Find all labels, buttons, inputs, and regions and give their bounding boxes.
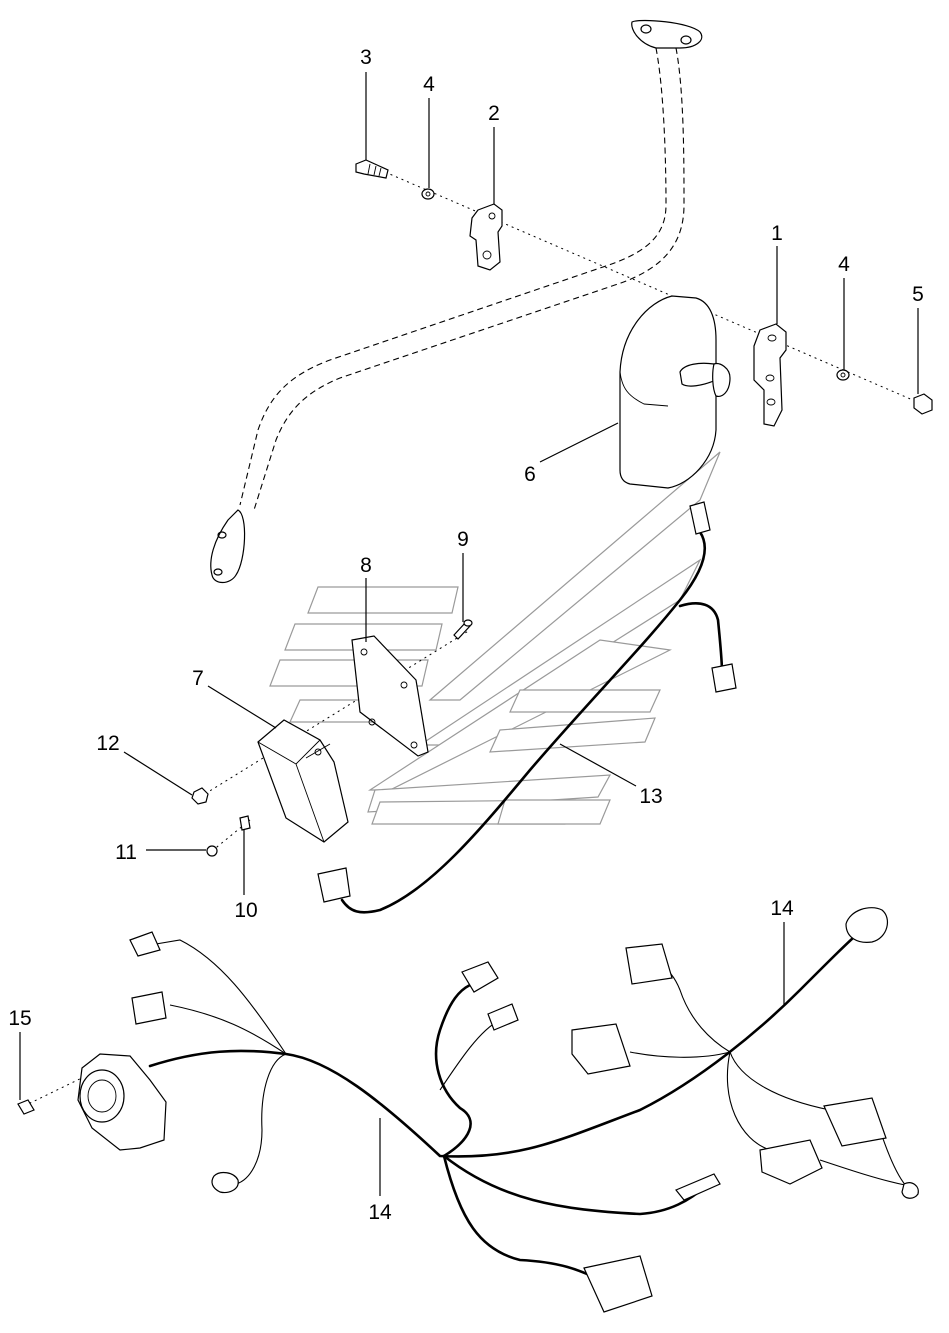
nut — [913, 393, 933, 415]
callout-9: 9 — [457, 528, 469, 551]
callout-5: 5 — [912, 283, 924, 306]
callout-13: 13 — [639, 785, 662, 808]
control-box — [619, 295, 731, 489]
washer — [421, 188, 850, 381]
screw-15 — [17, 1099, 35, 1115]
mounting-bar-phantom — [210, 19, 703, 584]
callout-11: 11 — [115, 841, 137, 864]
callout-2: 2 — [488, 102, 500, 125]
bracket-upper — [469, 203, 503, 271]
bracket-lower — [753, 323, 787, 427]
callout-15: 15 — [8, 1007, 31, 1030]
callout-14-bottom: 14 — [368, 1201, 392, 1224]
callout-4-lower: 4 — [838, 253, 850, 276]
callout-10: 10 — [234, 899, 257, 922]
leader-lines — [19, 72, 919, 1196]
control-module — [257, 719, 349, 843]
lock-washer — [239, 815, 251, 831]
callout-6: 6 — [524, 463, 536, 486]
assembly-lines — [23, 171, 923, 1107]
callout-8: 8 — [360, 554, 372, 577]
screw — [453, 619, 473, 640]
callout-7: 7 — [192, 667, 204, 690]
callout-14-right: 14 — [770, 897, 794, 920]
small-nut-2 — [206, 845, 218, 857]
callout-12: 12 — [96, 732, 119, 755]
callout-1: 1 — [771, 222, 783, 245]
mounting-plate — [351, 635, 429, 757]
small-nut — [191, 787, 209, 805]
callout-4-upper: 4 — [423, 73, 435, 96]
wire-harness-14 — [77, 907, 919, 1313]
wire-harness-13 — [317, 501, 737, 914]
callout-3: 3 — [360, 46, 372, 69]
bolt — [355, 159, 389, 179]
callout-labels: 3 4 2 1 4 5 6 8 9 7 12 11 10 13 14 14 15 — [8, 46, 924, 1224]
watermark-logo — [269, 451, 721, 825]
